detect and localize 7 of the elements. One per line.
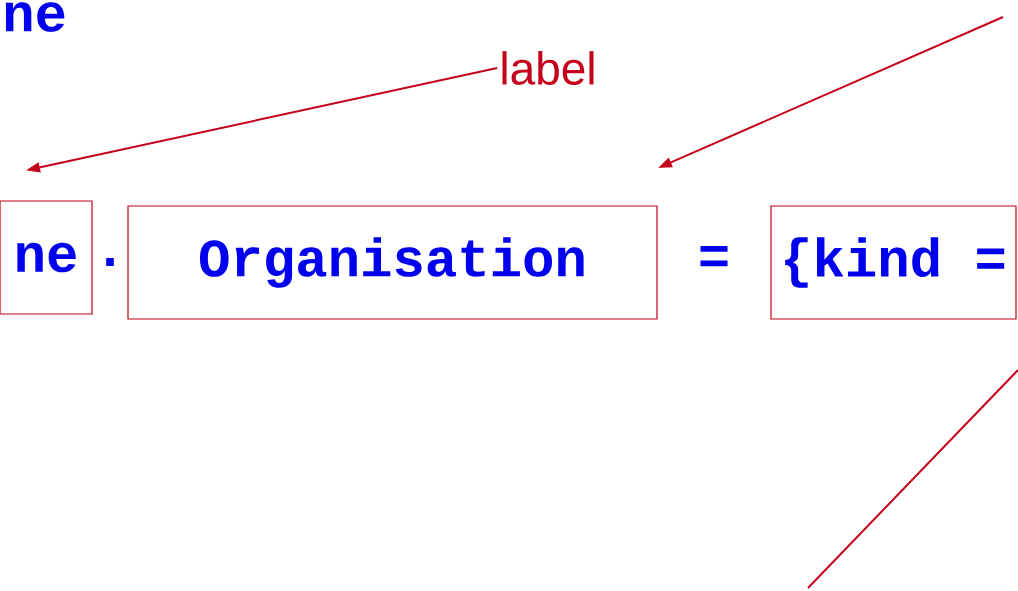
label-text: label [502, 51, 594, 85]
code-box: {kind = [770, 205, 1017, 320]
code-box: Organisation [127, 205, 658, 320]
code-text: . [106, 257, 114, 266]
code-box: ne [0, 200, 93, 315]
code-text: = [700, 245, 728, 267]
code-text: ne [5, 2, 65, 32]
